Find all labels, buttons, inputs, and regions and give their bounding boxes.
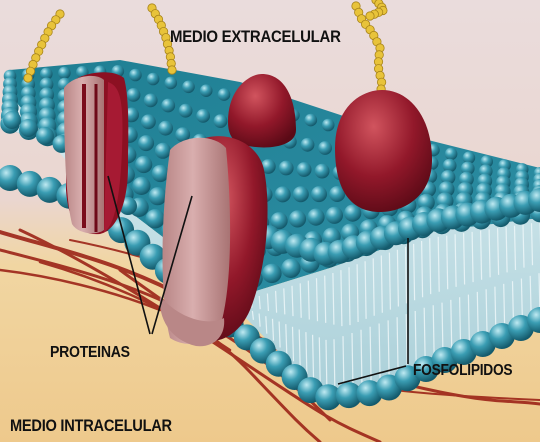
phospholipid-head-icon — [149, 187, 167, 205]
phospholipid-head-icon — [141, 114, 156, 129]
phospholipid-head-icon — [36, 127, 54, 145]
phospholipid-head-icon — [289, 210, 306, 227]
phospholipid-head-icon — [344, 205, 361, 222]
phospholipid-head-icon — [145, 209, 164, 228]
phospholipid-head-icon — [218, 88, 231, 101]
phospholipid-head-icon — [196, 109, 210, 123]
channel-protein-icon — [64, 72, 128, 234]
phospholipid-head-icon — [20, 119, 38, 137]
phospholipid-head-icon — [326, 207, 343, 224]
phospholipid-head-icon — [311, 186, 327, 202]
phospholipid-head-icon — [318, 141, 332, 155]
phospholipid-head-icon — [155, 143, 171, 159]
phospholipid-head-icon — [297, 162, 312, 177]
phospholipid-head-icon — [182, 81, 195, 94]
phospholipid-head-icon — [3, 111, 21, 129]
phospholipid-head-icon — [293, 186, 309, 202]
phospholipid-head-icon — [275, 186, 291, 202]
phospholipid-head-icon — [138, 135, 154, 151]
phospholipid-head-icon — [161, 99, 175, 113]
phospholipid-head-icon — [322, 119, 335, 132]
phospholipid-head-icon — [147, 73, 160, 86]
phospholipid-head-icon — [279, 161, 294, 176]
phospholipid-head-icon — [445, 148, 458, 161]
phospholipid-head-icon — [58, 67, 71, 80]
phospholipid-head-icon — [135, 156, 152, 173]
phospholipid-head-icon — [281, 259, 300, 278]
phospholipid-head-icon — [144, 94, 158, 108]
phospholipid-head-icon — [307, 209, 324, 226]
phospholipid-head-icon — [158, 121, 173, 136]
phospholipid-head-icon — [315, 164, 330, 179]
phospholipid-head-icon — [179, 104, 193, 118]
phospholipid-head-icon — [262, 264, 281, 283]
phospholipid-head-icon — [127, 88, 141, 102]
phospholipid-head-icon — [152, 165, 169, 182]
phospholipid-head-icon — [214, 114, 228, 128]
phospholipids-label: FOSFOLIPIDOS — [413, 362, 512, 380]
phospholipid-head-icon — [305, 114, 318, 127]
extracellular-label: MEDIO EXTRACELULAR — [170, 27, 341, 47]
phospholipid-head-icon — [301, 138, 315, 152]
phospholipid-head-icon — [200, 84, 213, 97]
proteins-label: PROTEINAS — [50, 344, 130, 362]
phospholipid-head-icon — [132, 177, 150, 195]
phospholipid-head-icon — [129, 69, 142, 82]
phospholipid-head-icon — [165, 77, 178, 90]
intracellular-label: MEDIO INTRACELULAR — [10, 416, 172, 436]
